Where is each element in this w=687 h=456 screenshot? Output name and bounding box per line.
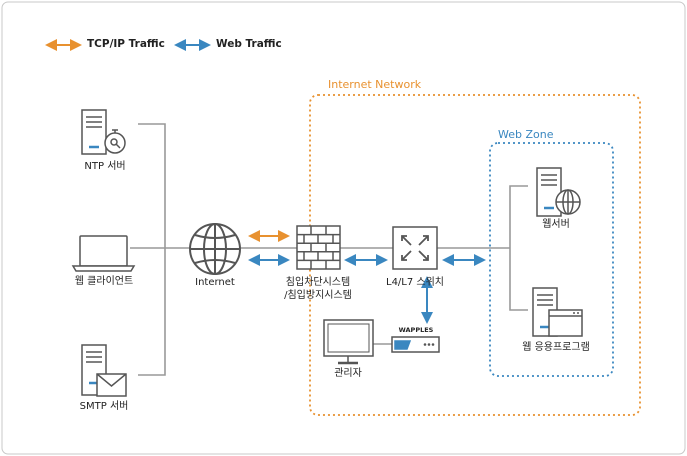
server-window-icon [532, 287, 583, 337]
firewall-label-line2: /침입방지시스템 [284, 290, 352, 301]
globe-icon [189, 223, 241, 275]
switch-icon [392, 226, 438, 270]
web-client-label: 웹 클라이언트 [74, 276, 134, 287]
admin-label: 관리자 [334, 368, 362, 379]
server-clock-icon [81, 109, 126, 155]
wapples-label: WAPPLES [398, 326, 434, 334]
smtp-server-label: SMTP 서버 [79, 401, 129, 412]
laptop-icon [71, 235, 136, 272]
internet-network-label: Internet Network [328, 78, 422, 91]
monitor-icon [323, 319, 374, 365]
switch-label: L4/L7 스위치 [385, 277, 445, 288]
web-zone [489, 142, 614, 377]
webzone-connector [509, 185, 528, 311]
server-mail-icon [81, 344, 127, 397]
web-zone-label: Web Zone [498, 128, 554, 141]
firewall-icon [296, 225, 341, 270]
legend-web-label: Web Traffic [216, 38, 282, 50]
appliance-icon [391, 336, 440, 353]
ntp-server-label: NTP 서버 [84, 161, 126, 172]
legend-tcp-label: TCP/IP Traffic [87, 38, 165, 50]
left-connector [130, 123, 190, 376]
server-globe-icon [536, 167, 581, 217]
web-app-label: 웹 응용프로그램 [522, 342, 590, 353]
firewall-label-line1: 침입차단시스템 [285, 277, 351, 288]
internet-label: Internet [195, 277, 235, 288]
web-server-label: 웹서버 [542, 219, 570, 230]
